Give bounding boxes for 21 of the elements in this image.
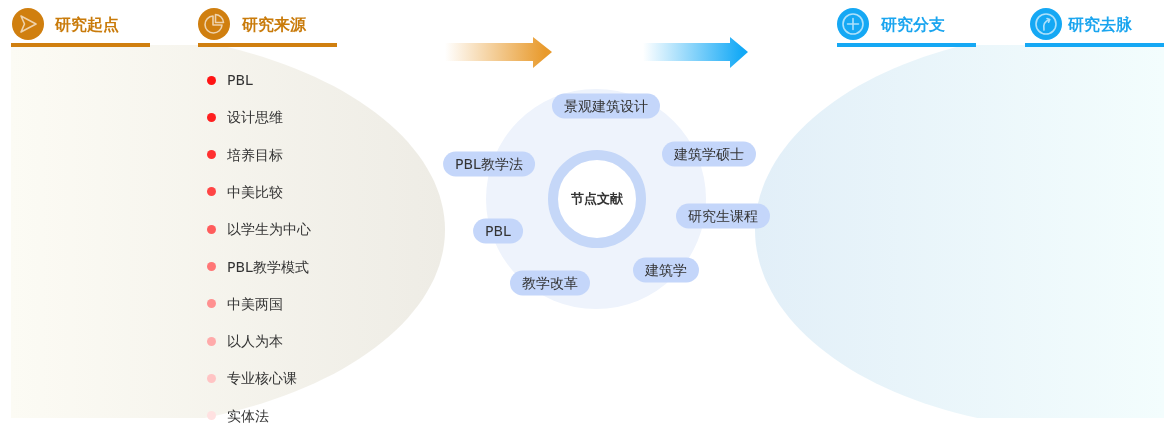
- list-item-text: 以学生为中心: [227, 220, 311, 239]
- section-heading: 研究去脉: [1068, 15, 1132, 35]
- list-item-text: PBL教学模式: [227, 257, 309, 276]
- keyword-tag: 景观建筑设计: [552, 93, 660, 119]
- section-heading: 研究起点: [55, 15, 119, 35]
- list-item-text: PBL: [227, 71, 253, 89]
- list-item-text: 中美两国: [227, 294, 283, 313]
- list-item-text: 设计思维: [227, 108, 283, 127]
- list-item-text: 以人为本: [227, 332, 283, 351]
- list-item-text: 培养目标: [227, 145, 283, 164]
- section-heading: 研究来源: [242, 15, 306, 35]
- keyword-tag: 研究生课程: [676, 203, 770, 229]
- list-item-text: 专业核心课: [227, 369, 297, 388]
- list-item-text: 实体法: [227, 406, 269, 425]
- list-item-text: 中美比较: [227, 182, 283, 201]
- keyword-tag: PBL教学法: [443, 151, 535, 177]
- keyword-tag: 建筑学: [633, 257, 699, 283]
- keyword-tag: 建筑学硕士: [662, 141, 756, 167]
- keyword-tag: 教学改革: [510, 270, 590, 296]
- section-heading: 研究分支: [881, 15, 945, 35]
- keyword-tag: PBL: [473, 218, 523, 244]
